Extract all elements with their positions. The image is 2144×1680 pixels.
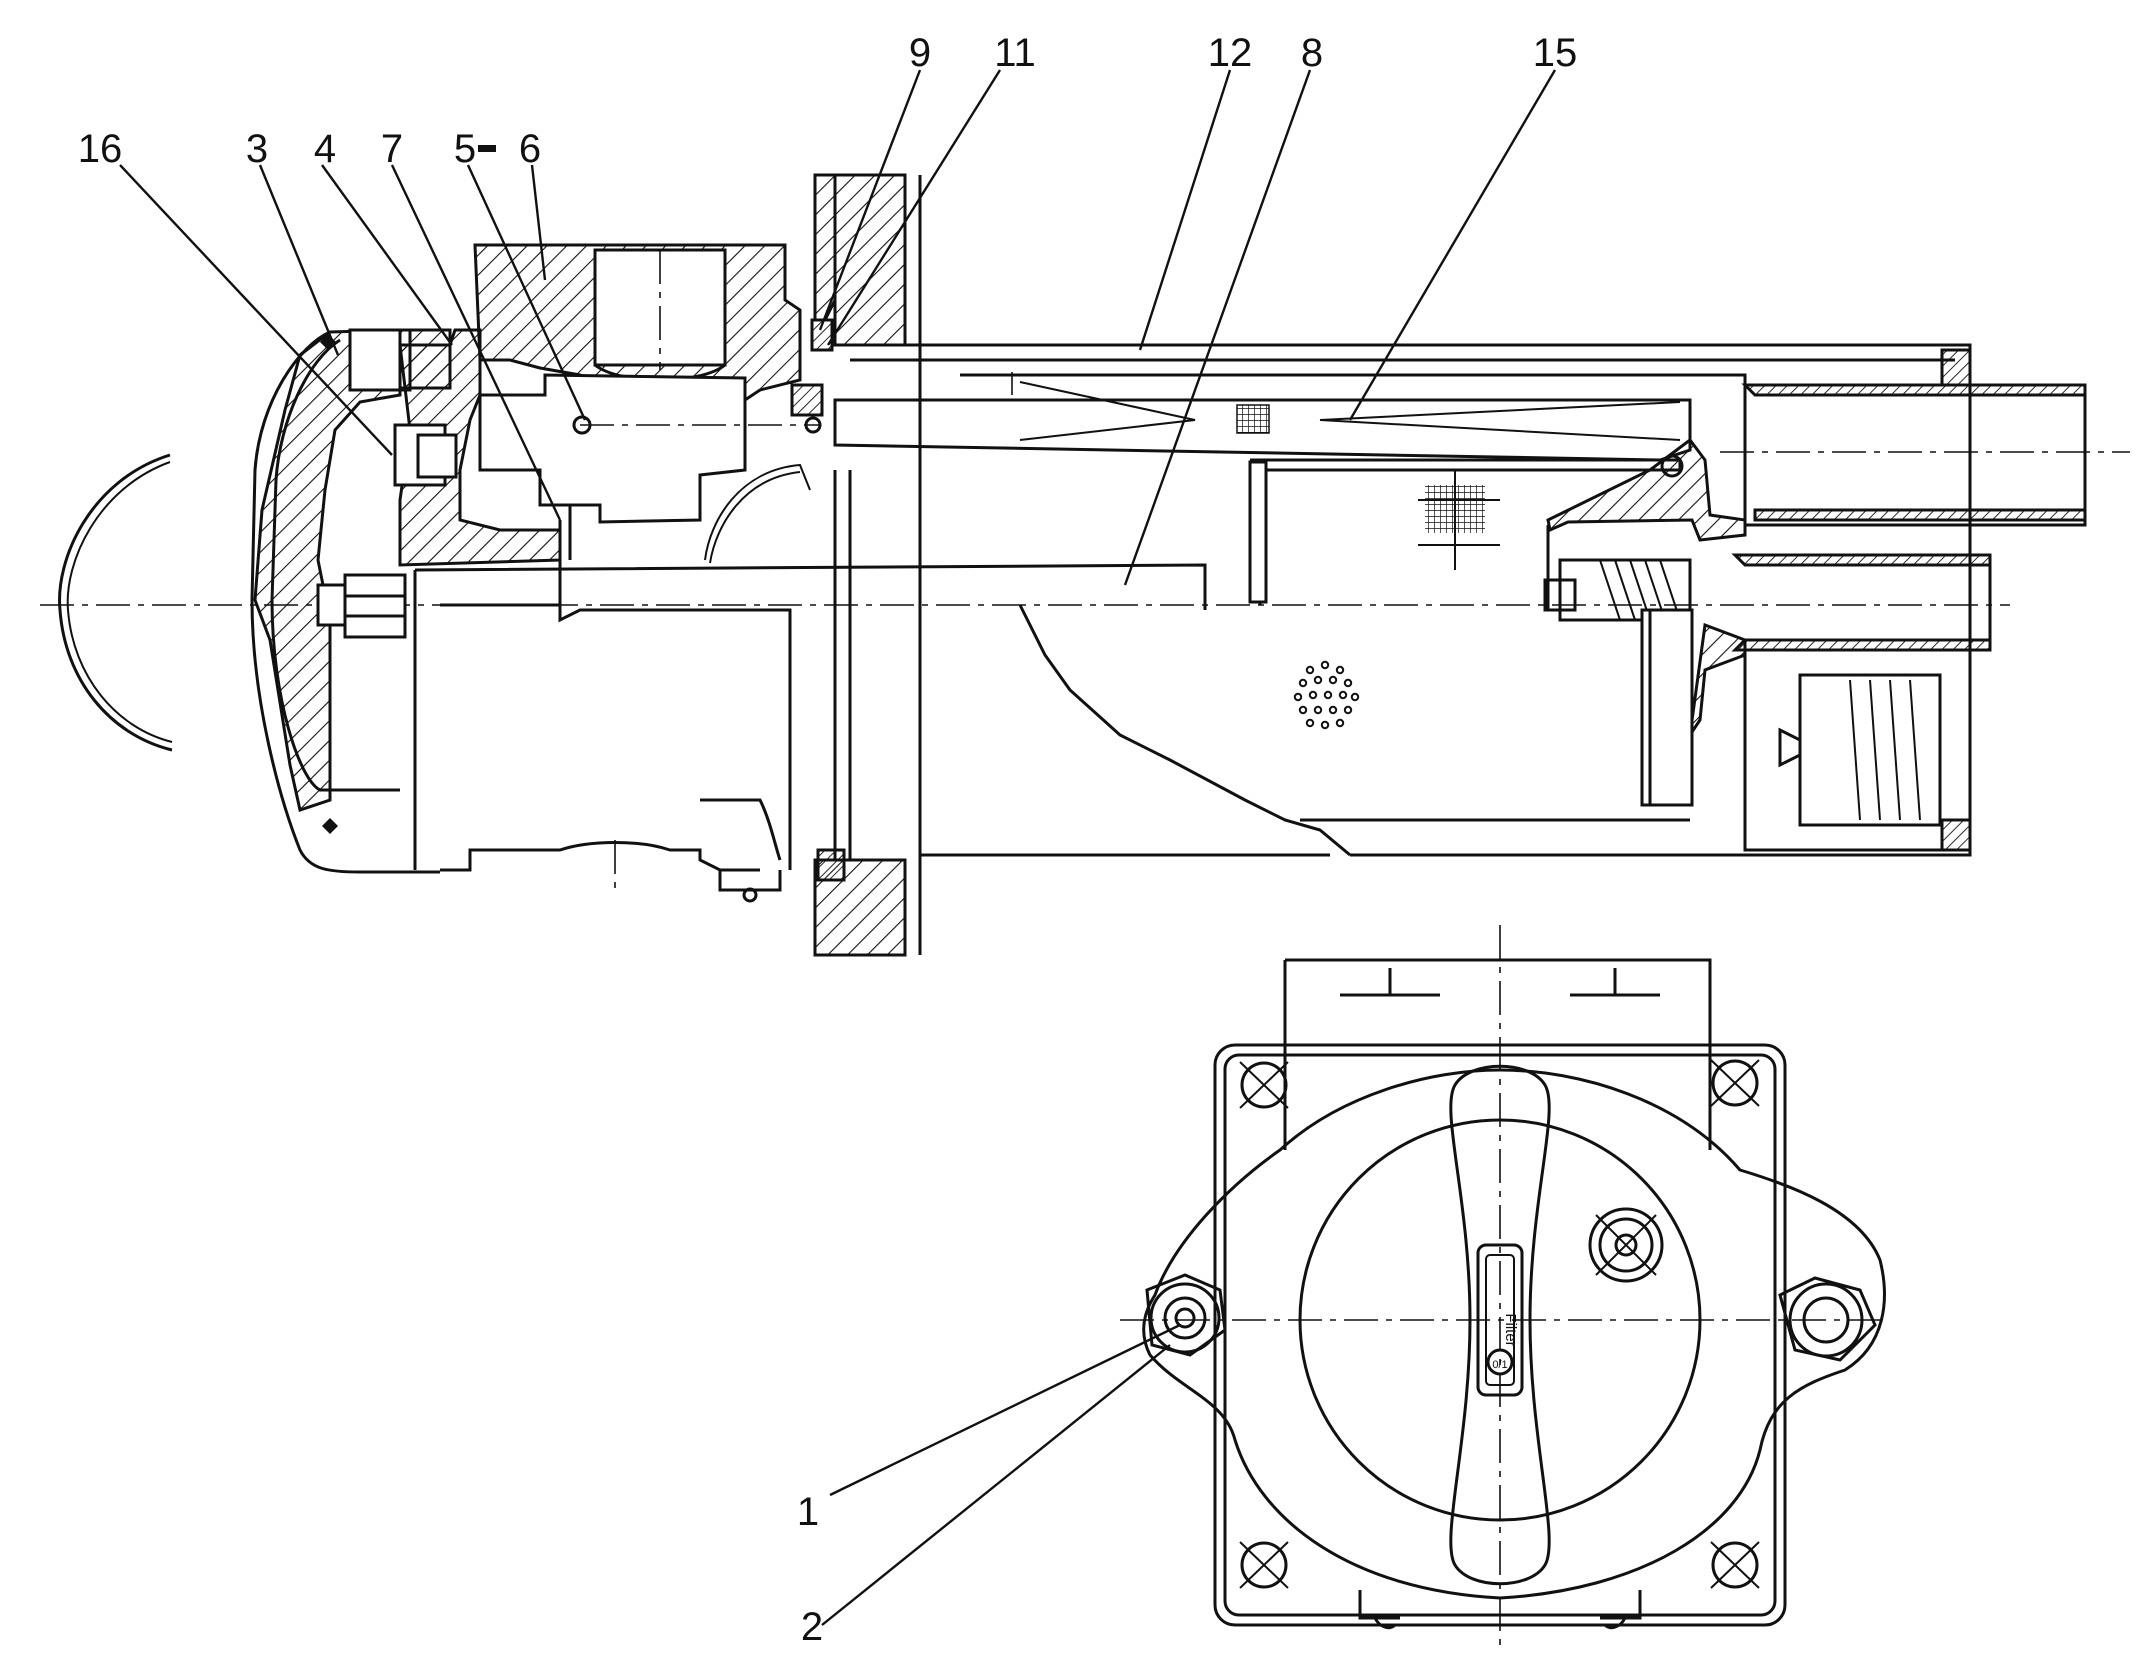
seal-lower bbox=[816, 848, 846, 882]
knob-label-plate bbox=[1476, 1243, 1524, 1397]
leader-2 bbox=[821, 1344, 1171, 1626]
knob-indicator bbox=[1486, 1348, 1514, 1376]
side-section-view bbox=[40, 173, 2130, 957]
leader-7 bbox=[390, 164, 562, 521]
leader-9 bbox=[818, 69, 922, 331]
leader-16 bbox=[119, 164, 393, 456]
leader-15 bbox=[1348, 69, 1557, 421]
callout-1: 1 bbox=[797, 1490, 819, 1534]
vent-screw bbox=[1588, 1207, 1664, 1283]
callout-11: 11 bbox=[994, 31, 1036, 75]
callout-labels: 16 3 4 7 5 6 9 11 12 8 15 1 2 bbox=[78, 31, 1578, 1649]
nut-left bbox=[343, 573, 407, 639]
seal-9 bbox=[810, 318, 834, 352]
callout-3: 3 bbox=[246, 127, 268, 171]
leader-11 bbox=[826, 69, 1002, 346]
callout-2: 2 bbox=[801, 1605, 823, 1649]
outlet-pipe-upper-wall bbox=[1741, 383, 2087, 397]
leader-1 bbox=[829, 1323, 1181, 1497]
callout-9: 9 bbox=[909, 31, 931, 75]
callout-4: 4 bbox=[314, 127, 336, 171]
cutaway-break-line bbox=[1018, 604, 1351, 857]
leader-12 bbox=[1138, 69, 1232, 351]
filter-housing-circle bbox=[1298, 1118, 1702, 1522]
right-nut bbox=[1778, 1276, 1877, 1362]
mesh-patch bbox=[1236, 404, 1270, 434]
callout-6: 6 bbox=[519, 127, 541, 171]
knob-label-text: Filter bbox=[1502, 1313, 1519, 1346]
leader-5 bbox=[466, 164, 587, 421]
callout-7: 7 bbox=[381, 127, 403, 171]
perforation-dots bbox=[1293, 660, 1360, 730]
callout-5: 5 bbox=[454, 127, 476, 171]
leader-lines bbox=[119, 69, 1557, 1626]
leader-3 bbox=[258, 164, 340, 356]
callout-16: 16 bbox=[78, 127, 123, 171]
seal-upper bbox=[790, 383, 824, 417]
filter-knob bbox=[1449, 1064, 1551, 1586]
front-view: Filter 0/1 bbox=[1120, 925, 1886, 1645]
end-cap-hatched bbox=[253, 328, 402, 812]
knob-marking: 0/1 bbox=[1492, 1359, 1507, 1371]
swing-arc bbox=[58, 453, 173, 752]
leader-6 bbox=[530, 164, 547, 281]
internal-block bbox=[478, 373, 747, 524]
wire-loop bbox=[704, 463, 811, 561]
leader-4 bbox=[321, 164, 453, 346]
outer-tube bbox=[835, 343, 1972, 857]
flange-body bbox=[1142, 1068, 1886, 1600]
callout-8: 8 bbox=[1301, 31, 1323, 75]
callout-15: 15 bbox=[1533, 31, 1578, 75]
shaft-top bbox=[414, 563, 1207, 610]
callout-5-dash bbox=[478, 145, 496, 152]
callout-12: 12 bbox=[1208, 31, 1253, 75]
motor-housing-hatched bbox=[398, 328, 562, 567]
leader-8 bbox=[1123, 69, 1312, 586]
left-nut bbox=[1145, 1273, 1227, 1357]
bracket-right bbox=[1546, 437, 1747, 542]
bottom-tab bbox=[1358, 1590, 1642, 1620]
end-cap-outline bbox=[250, 330, 440, 874]
corner-bolts bbox=[1239, 1059, 1760, 1589]
